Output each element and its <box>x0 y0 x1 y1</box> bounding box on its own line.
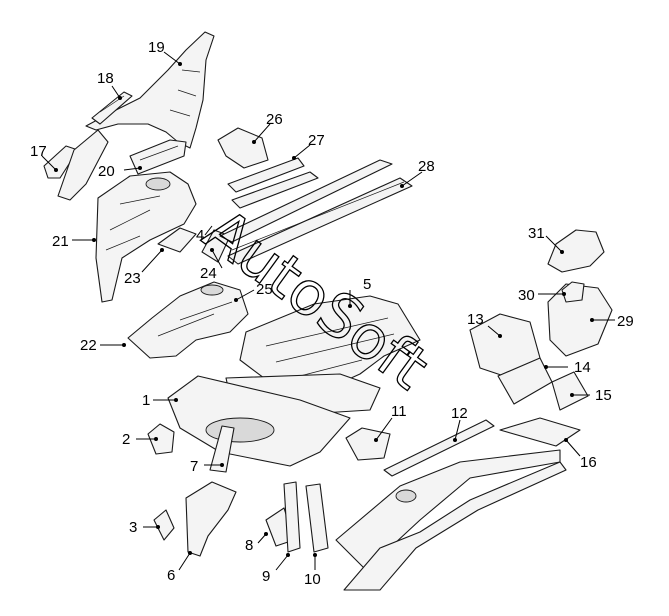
callout-1: 1 <box>142 392 150 409</box>
callout-27: 27 <box>308 132 325 149</box>
part-27-inner-sill <box>227 157 319 209</box>
callout-21: 21 <box>52 233 69 250</box>
callout-25: 25 <box>256 281 273 298</box>
callout-6: 6 <box>167 567 175 584</box>
callout-20: 20 <box>98 163 115 180</box>
callout-8: 8 <box>245 537 253 554</box>
part-8-9-10-brackets <box>265 481 329 553</box>
callout-12: 12 <box>451 405 468 422</box>
part-6-wheel-arch <box>185 481 237 557</box>
callout-15: 15 <box>595 387 612 404</box>
part-22-25-rear-tower <box>127 281 249 359</box>
part-28-side-sill <box>219 159 413 265</box>
callout-3: 3 <box>129 519 137 536</box>
part-rear-sidemembers <box>335 449 567 591</box>
leader-lines <box>41 51 615 571</box>
part-3-clip <box>153 509 175 541</box>
part-26-panel <box>217 127 269 169</box>
callout-7: 7 <box>190 458 198 475</box>
callout-28: 28 <box>418 158 435 175</box>
part-31-cover <box>547 229 605 273</box>
callout-23: 23 <box>124 270 141 287</box>
part-7-pipe <box>209 425 235 473</box>
part-15-panel <box>551 371 589 411</box>
callout-5: 5 <box>363 276 371 293</box>
part-20-rail-front <box>57 129 187 201</box>
callout-31: 31 <box>528 225 545 242</box>
callout-30: 30 <box>518 287 535 304</box>
callout-2: 2 <box>122 431 130 448</box>
callout-24: 24 <box>200 265 217 282</box>
callout-16: 16 <box>580 454 597 471</box>
callout-17: 17 <box>30 143 47 160</box>
callout-19: 19 <box>148 39 165 56</box>
part-11-crossmember <box>345 427 391 461</box>
callout-29: 29 <box>617 313 634 330</box>
part-30-cap <box>561 281 585 303</box>
callout-18: 18 <box>97 70 114 87</box>
part-12-rail <box>383 419 495 477</box>
leader-dots <box>54 62 594 557</box>
part-21-sidemember <box>95 171 197 303</box>
part-2-mount <box>147 423 175 455</box>
callout-22: 22 <box>80 337 97 354</box>
callout-14: 14 <box>574 359 591 376</box>
callout-10: 10 <box>304 571 321 588</box>
callout-26: 26 <box>266 111 283 128</box>
callout-4: 4 <box>196 227 204 244</box>
callout-11: 11 <box>391 403 407 420</box>
callout-9: 9 <box>262 568 270 585</box>
part-16-plate <box>499 417 581 447</box>
part-19-fender-apron <box>85 31 215 149</box>
callout-13: 13 <box>467 311 484 328</box>
callout-labels: 1 2 3 4 5 6 7 8 9 10 11 12 13 14 15 16 1… <box>30 39 634 588</box>
